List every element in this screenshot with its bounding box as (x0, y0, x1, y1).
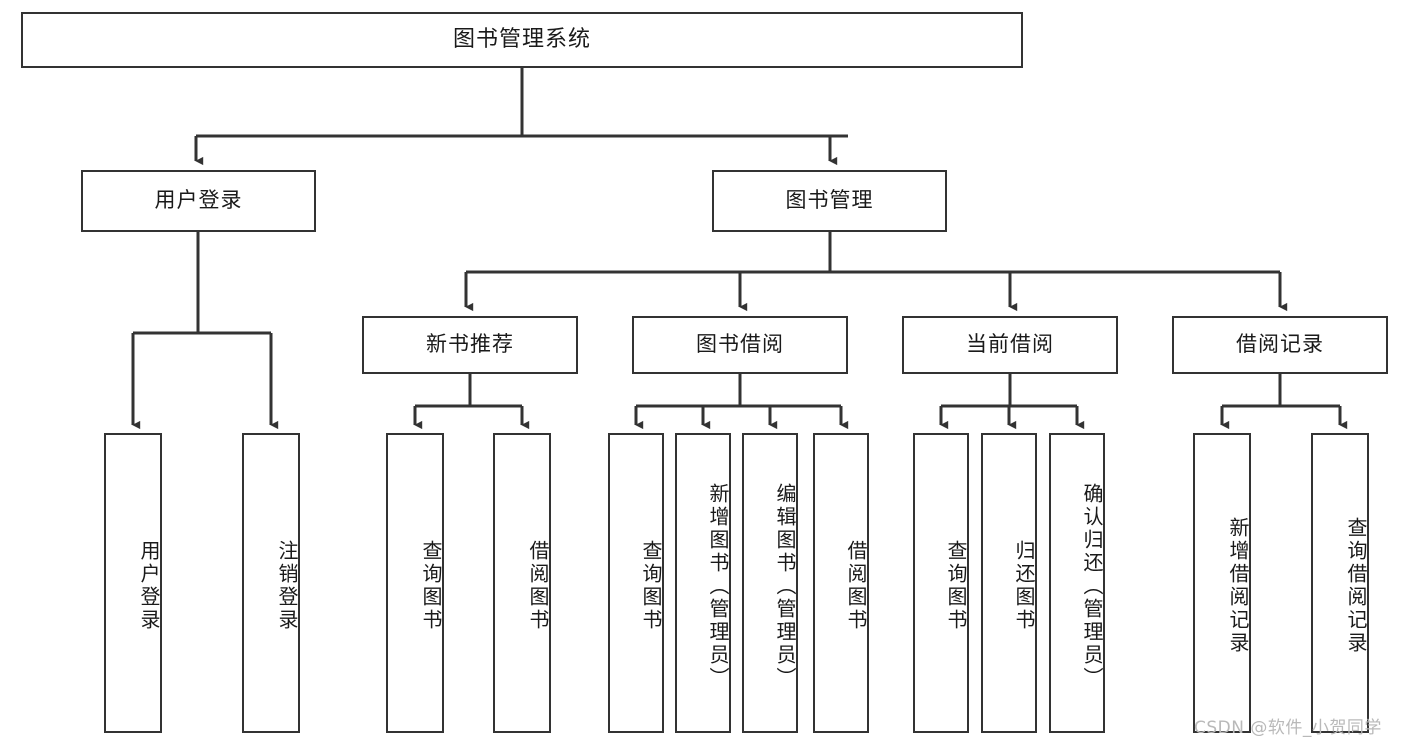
node-current-borrow[interactable]: 当前借阅 (902, 316, 1118, 374)
node-label: 当前借阅 (966, 332, 1054, 357)
leaf-query-book-2[interactable]: 查询图书 (608, 433, 664, 733)
node-label: 编辑图书（管理员） (773, 482, 797, 690)
node-root-system[interactable]: 图书管理系统 (21, 12, 1023, 68)
leaf-borrow-book-1[interactable]: 借阅图书 (493, 433, 551, 733)
node-book-borrow[interactable]: 图书借阅 (632, 316, 848, 374)
node-label: 新增借阅记录 (1226, 517, 1250, 655)
node-label: 查询借阅记录 (1344, 517, 1368, 655)
node-label: 借阅记录 (1236, 332, 1324, 357)
node-label: 确认归还（管理员） (1080, 482, 1104, 690)
node-new-book-recommend[interactable]: 新书推荐 (362, 316, 578, 374)
csdn-watermark: CSDN @软件_小贺同学 (1194, 718, 1382, 738)
node-label: 用户登录 (154, 188, 243, 213)
node-label: 新增图书（管理员） (706, 482, 730, 690)
leaf-add-book[interactable]: 新增图书（管理员） (675, 433, 731, 733)
leaf-query-book-3[interactable]: 查询图书 (913, 433, 969, 733)
node-borrow-record[interactable]: 借阅记录 (1172, 316, 1388, 374)
node-book-manage[interactable]: 图书管理 (712, 170, 947, 232)
node-label: 查询图书 (944, 540, 968, 632)
leaf-borrow-book-2[interactable]: 借阅图书 (813, 433, 869, 733)
node-label: 归还图书 (1012, 540, 1036, 632)
node-label: 用户登录 (137, 540, 161, 632)
leaf-user-logout[interactable]: 注销登录 (242, 433, 300, 733)
node-label: 新书推荐 (426, 332, 514, 357)
leaf-return-book[interactable]: 归还图书 (981, 433, 1037, 733)
node-label: 图书借阅 (696, 332, 784, 357)
leaf-query-book-1[interactable]: 查询图书 (386, 433, 444, 733)
leaf-user-login[interactable]: 用户登录 (104, 433, 162, 733)
leaf-edit-book[interactable]: 编辑图书（管理员） (742, 433, 798, 733)
leaf-query-record[interactable]: 查询借阅记录 (1311, 433, 1369, 733)
node-label: 借阅图书 (844, 540, 868, 632)
node-label: 借阅图书 (526, 540, 550, 632)
node-label: 图书管理系统 (452, 26, 591, 52)
leaf-add-record[interactable]: 新增借阅记录 (1193, 433, 1251, 733)
node-label: 注销登录 (275, 540, 299, 632)
node-label: 查询图书 (639, 540, 663, 632)
leaf-confirm-return[interactable]: 确认归还（管理员） (1049, 433, 1105, 733)
node-user-login[interactable]: 用户登录 (81, 170, 316, 232)
node-label: 图书管理 (785, 188, 874, 213)
node-label: 查询图书 (419, 540, 443, 632)
